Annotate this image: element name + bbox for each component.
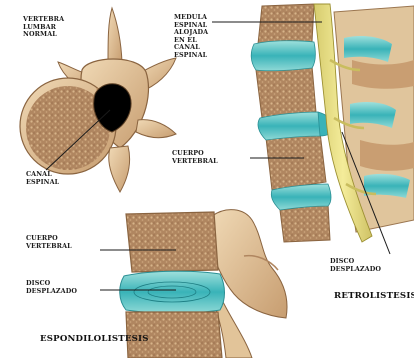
label-disco-desplazado-right: DISCO DESPLAZADO xyxy=(330,258,381,273)
label-canal-espinal: CANAL ESPINAL xyxy=(26,171,59,186)
label-medula-espinal: MEDULA ESPINAL ALOJADA EN EL CANAL ESPIN… xyxy=(174,14,208,60)
label-cuerpo-vertebral-bottom: CUERPO VERTEBRAL xyxy=(26,235,72,250)
title-retrolistesis: RETROLISTESIS xyxy=(334,291,414,301)
title-espondilolistesis: ESPONDILOLISTESIS xyxy=(40,334,149,344)
label-disco-desplazado-left: DISCO DESPLAZADO xyxy=(26,280,77,295)
sagittal-spine xyxy=(251,4,414,242)
label-vertebra-lumbar-normal: VERTEBRA LUMBAR NORMAL xyxy=(23,16,64,39)
label-cuerpo-vertebral-top: CUERPO VERTEBRAL xyxy=(172,150,218,165)
